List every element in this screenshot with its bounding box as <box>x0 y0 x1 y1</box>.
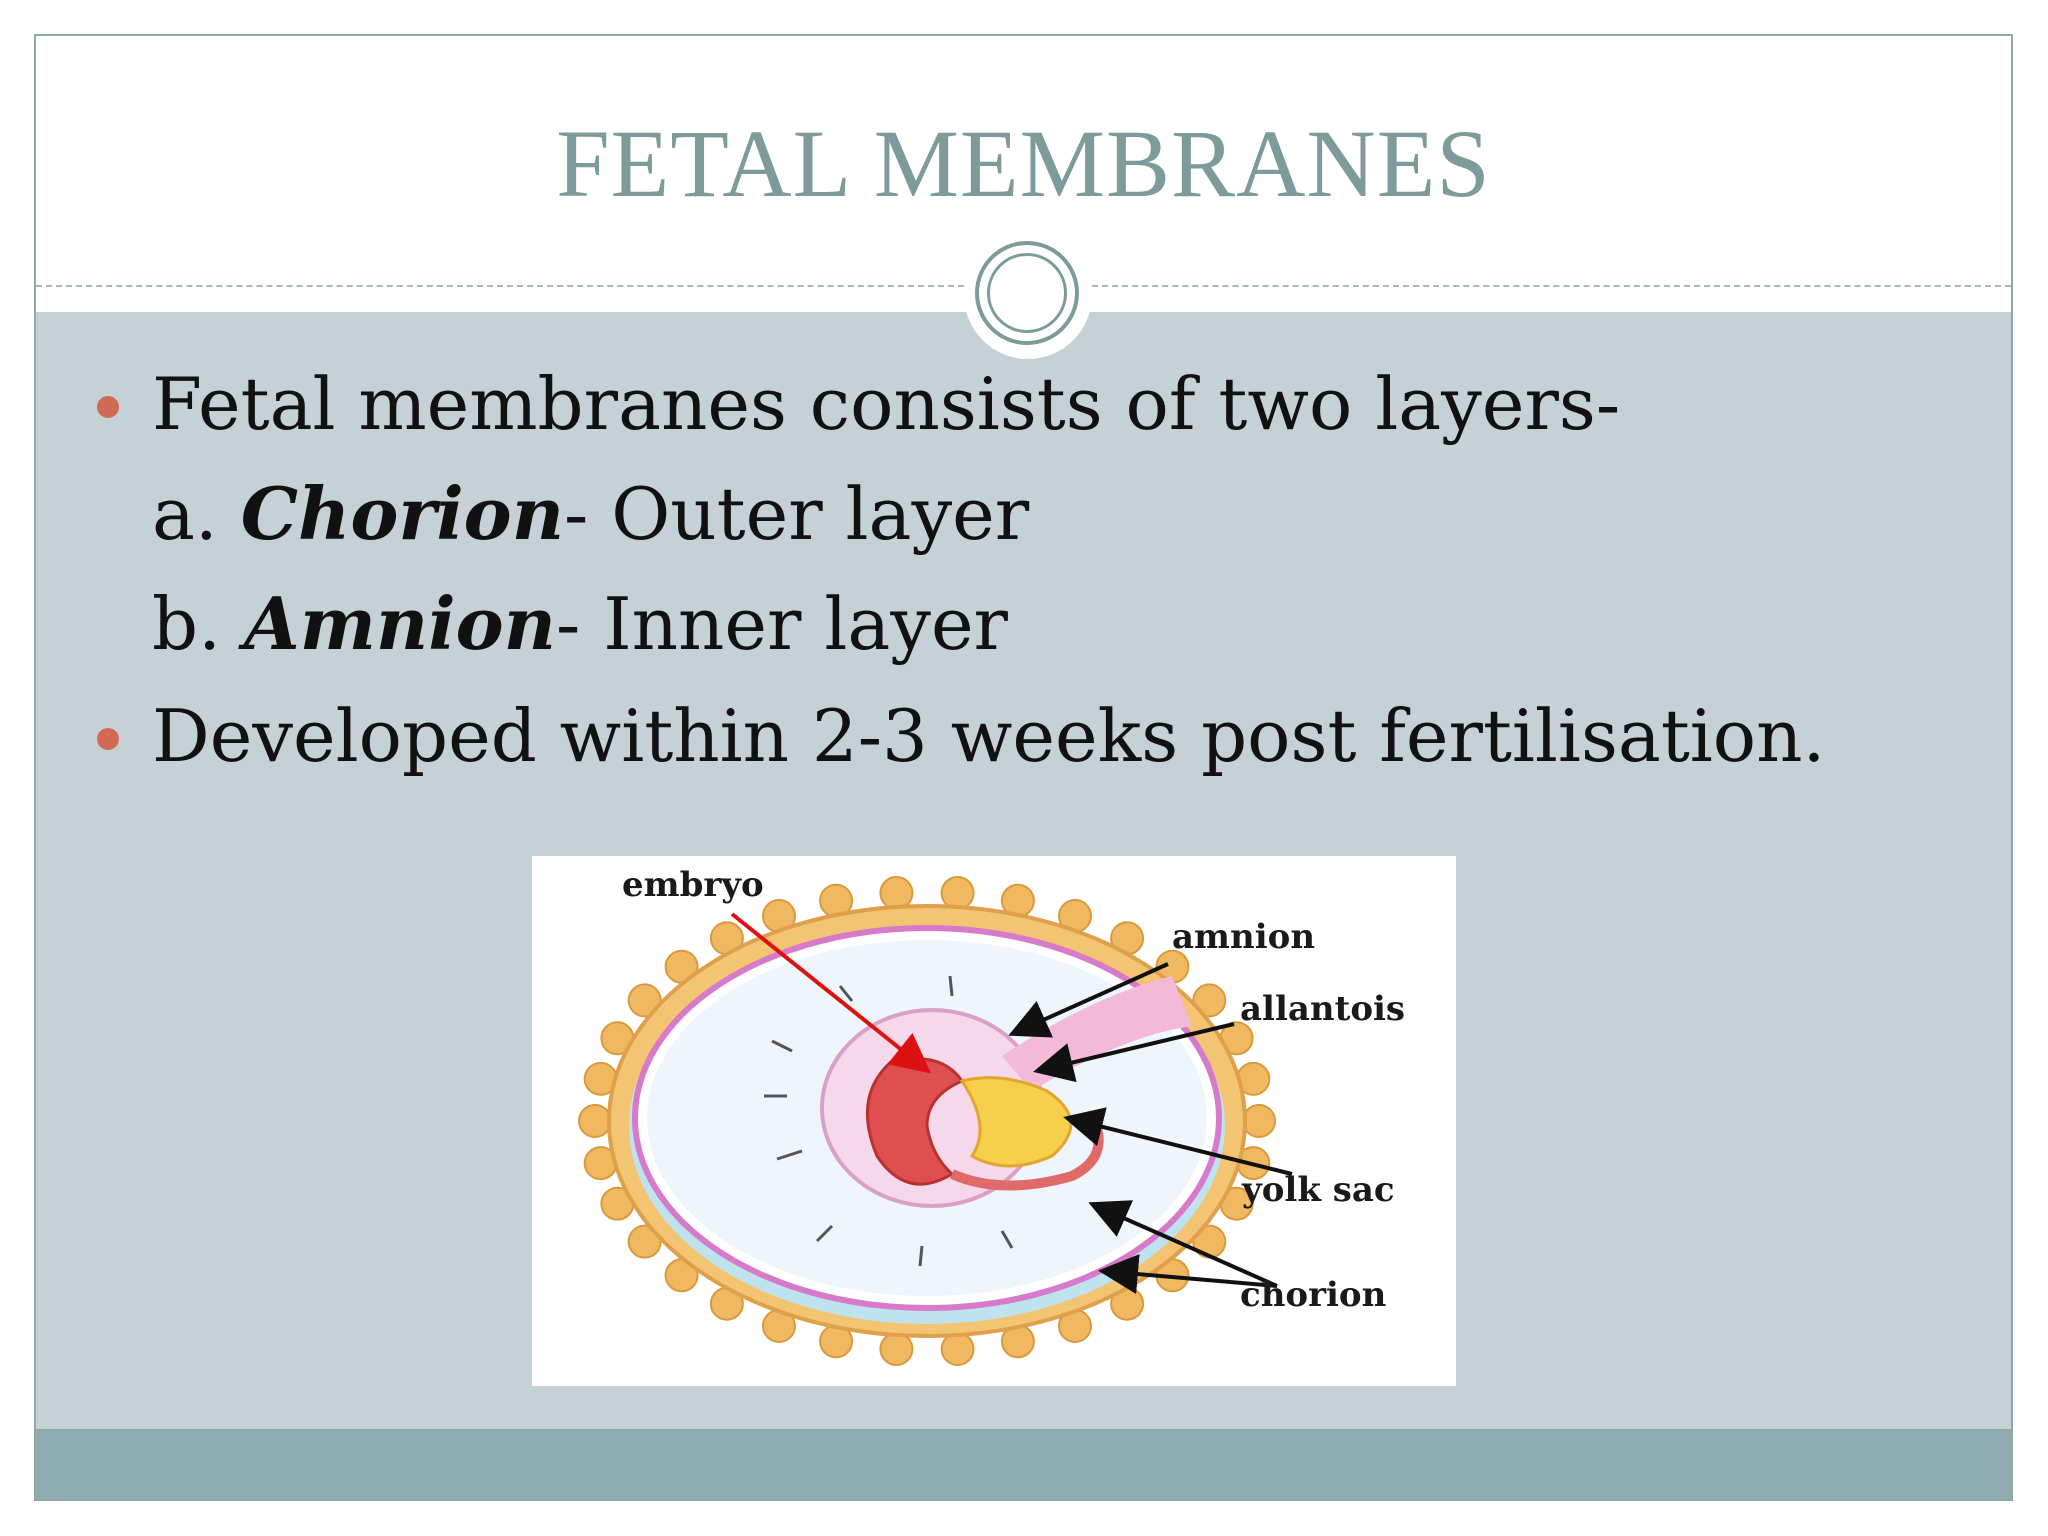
label-allantois: allantois <box>1240 989 1405 1029</box>
amnion-pointer <box>1008 962 1169 1038</box>
bullet-text: Fetal membranes consists of two layers- <box>152 362 1621 446</box>
label-yolk-sac: yolk sac <box>1241 1170 1395 1210</box>
villus <box>940 876 975 910</box>
slide-content: Fetal membranes consists of two layers- … <box>36 36 2011 1499</box>
allantois-pointer <box>1033 1022 1235 1083</box>
bullet-dot-icon <box>97 396 119 418</box>
bullet-item: Developed within 2-3 weeks post fertilis… <box>97 700 1825 772</box>
villus <box>578 1104 612 1138</box>
term-chorion: Chorion <box>240 471 565 556</box>
chorion-pointer-1 <box>1088 1200 1278 1288</box>
yolk-sac-shape <box>959 1076 1073 1168</box>
villus <box>879 876 914 910</box>
circle-ornament-icon <box>975 241 1079 345</box>
diagram-illustration: embryo amnion allantois yolk sac chorion <box>578 865 1405 1366</box>
slide-title: FETAL MEMBRANES <box>556 110 1491 217</box>
fetal-membranes-diagram: embryo amnion allantois yolk sac chorion <box>532 856 1456 1386</box>
chorionic-villi <box>578 876 1276 1366</box>
sub-item-amnion: b. Amnion- Inner layer <box>152 588 1008 661</box>
sub-item-marker: b. <box>152 582 221 666</box>
villus <box>627 1224 662 1259</box>
title-divider-left <box>36 285 964 287</box>
sub-item-chorion: a. Chorion- Outer layer <box>152 478 1029 551</box>
bullet-text: Developed within 2-3 weeks post fertilis… <box>152 694 1826 778</box>
chorion-pointer-2 <box>1098 1254 1278 1295</box>
sub-item-marker: a. <box>152 472 218 556</box>
circle-ornament-inner <box>987 253 1067 333</box>
title-divider-right <box>1092 285 2011 287</box>
yolk-sac-pointer <box>1063 1107 1293 1176</box>
label-amnion: amnion <box>1172 917 1315 957</box>
sub-item-description: - Inner layer <box>556 582 1008 666</box>
embryo-pointer <box>730 912 932 1074</box>
villus <box>627 983 662 1018</box>
slide: FETAL MEMBRANES Fetal membranes consists… <box>34 34 2013 1501</box>
villus <box>1192 983 1227 1018</box>
term-amnion: Amnion <box>243 581 556 666</box>
villus <box>940 1332 975 1366</box>
sub-item-description: - Outer layer <box>564 472 1030 556</box>
label-embryo: embryo <box>622 865 764 905</box>
expansion-arrows <box>764 975 1014 1267</box>
footer-band <box>36 1429 2011 1499</box>
label-chorion: chorion <box>1240 1275 1386 1315</box>
villus <box>879 1332 914 1366</box>
bullet-item: Fetal membranes consists of two layers- <box>97 368 1620 440</box>
embryo-shape <box>865 1057 965 1186</box>
bullet-dot-icon <box>97 728 119 750</box>
villus <box>1242 1104 1276 1138</box>
